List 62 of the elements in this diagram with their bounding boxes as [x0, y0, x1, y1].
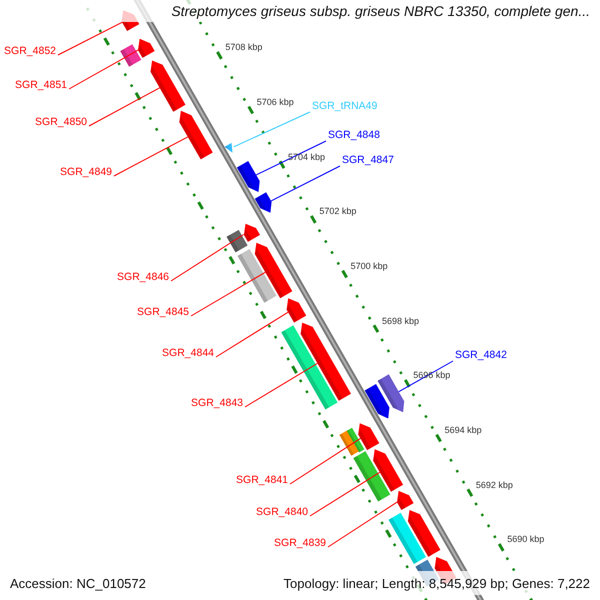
genome-stats-text: Topology: linear; Length: 8,545,929 bp; Genes: 7,222: [284, 576, 590, 590]
leader-line: [270, 166, 340, 202]
gene-label: SGR_4849: [60, 166, 112, 179]
gene-label: SGR_4848: [328, 129, 380, 142]
leader-line: [290, 438, 361, 484]
gene-label: SGR_4846: [117, 271, 169, 284]
gene-marker: [236, 161, 260, 192]
tick-label: 5692 kbp: [476, 480, 513, 491]
gene-label: SGR_4847: [342, 154, 394, 167]
gene-label: SGR_4841: [236, 474, 288, 487]
gene-marker: [358, 423, 380, 450]
gene-marker: [254, 192, 272, 213]
gene-label: SGR_4842: [455, 349, 507, 362]
tick-label: 5694 kbp: [444, 425, 482, 436]
gene-block: [353, 451, 390, 502]
gene-label: SGR_4844: [162, 347, 214, 360]
leader-line: [68, 50, 139, 90]
leader-line: [216, 312, 289, 358]
gene-label: SGR_4850: [35, 116, 87, 129]
leader-line: [328, 502, 398, 548]
tick-label: 5702 kbp: [319, 206, 356, 218]
gene-label: SGR_4851: [15, 79, 67, 92]
gene-marker: [408, 510, 440, 557]
gene-label: SGR_4843: [191, 397, 243, 410]
gene-marker: [224, 142, 232, 153]
leader-line: [233, 112, 310, 148]
leader-line: [114, 136, 188, 176]
gene-block: [388, 512, 426, 564]
gene-marker: [254, 242, 292, 298]
leader-line: [310, 472, 380, 516]
gene-marker: [179, 110, 213, 160]
gene-marker: [150, 60, 186, 112]
gene-marker: [244, 224, 260, 242]
tick-label: 5708 kbp: [225, 42, 262, 54]
tick-label: 5698 kbp: [382, 316, 419, 327]
leader-line: [190, 272, 266, 316]
leader-line: [58, 22, 123, 56]
gene-marker: [138, 38, 155, 58]
gene-marker: [397, 490, 414, 510]
tick-label: 5690 kbp: [507, 534, 544, 546]
gene-marker: [286, 298, 306, 323]
leader-line: [88, 87, 160, 126]
tick-label: 5706 kbp: [256, 97, 294, 108]
leader-line: [244, 362, 318, 408]
gene-block: [281, 325, 338, 410]
gene-block: [238, 249, 276, 303]
gene-block: [226, 230, 248, 252]
gene-block: [120, 44, 142, 67]
gene-marker: [300, 322, 351, 401]
gene-label: SGR_4839: [274, 537, 326, 550]
gene-marker: [373, 449, 404, 492]
gene-block: [346, 428, 364, 452]
gene-label: SGR_4845: [137, 306, 189, 319]
accession-text: Accession: NC_010572: [10, 576, 146, 590]
gene-marker: [364, 384, 390, 418]
gene-label: SGR_4840: [256, 506, 308, 519]
gene-label: SGR_tRNA49: [312, 100, 378, 113]
tick-label: 5700 kbp: [350, 261, 388, 272]
gene-label: SGR_4852: [4, 45, 56, 58]
gene-block: [339, 430, 360, 456]
leader-line: [256, 140, 326, 176]
gene-marker: [378, 374, 404, 412]
